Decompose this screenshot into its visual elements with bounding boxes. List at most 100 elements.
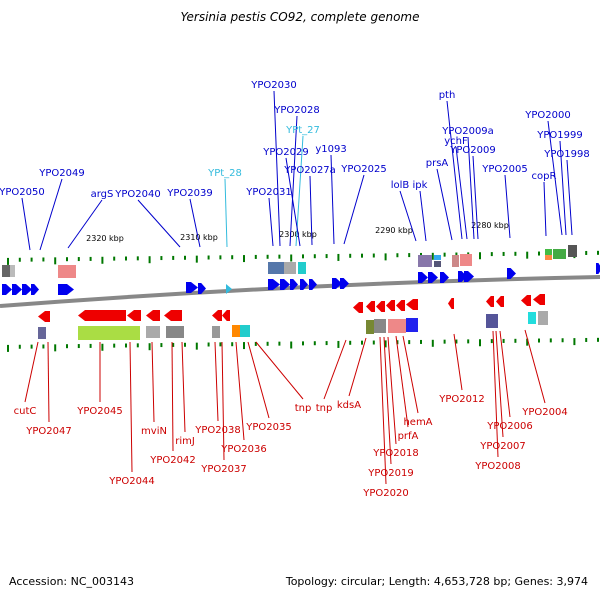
label-leader-line xyxy=(387,336,397,445)
reverse-gene xyxy=(396,300,405,311)
domain-block xyxy=(2,265,10,277)
domain-block xyxy=(232,325,240,337)
bottom-gene-label: mviN xyxy=(141,426,167,437)
forward-gene xyxy=(340,278,349,289)
forward-gene xyxy=(280,279,290,290)
domain-block xyxy=(434,255,441,260)
bottom-gene-label: YPO2038 xyxy=(194,425,240,436)
reverse-gene xyxy=(146,310,160,321)
genome-summary-text: Topology: circular; Length: 4,653,728 bp… xyxy=(285,575,588,588)
domain-block xyxy=(538,311,548,325)
domain-block xyxy=(418,255,432,267)
label-leader-line xyxy=(379,336,387,485)
top-gene-label: YPt_27 xyxy=(285,125,320,136)
forward-gene xyxy=(507,268,516,279)
bottom-gene-label: YPO2006 xyxy=(486,421,532,432)
top-gene-label: copR xyxy=(532,171,557,182)
label-leader-line xyxy=(247,341,270,419)
trna-feature xyxy=(226,284,232,294)
reverse-gene xyxy=(366,301,375,312)
domain-block xyxy=(146,326,160,338)
top-gene-label: YPO2049 xyxy=(38,168,84,179)
reverse-gene xyxy=(448,298,454,309)
label-leader-line xyxy=(492,330,499,458)
label-leader-line xyxy=(221,341,225,461)
label-leader-line xyxy=(323,339,347,400)
forward-gene xyxy=(309,279,317,290)
bottom-gene-label: YPO2007 xyxy=(479,441,525,452)
top-gene-label: YPO2009 xyxy=(449,145,495,156)
scale-label: 2320 kbp xyxy=(86,234,124,243)
forward-gene xyxy=(186,282,198,293)
top-gene-label: YPO2000 xyxy=(524,110,570,121)
label-leader-line xyxy=(467,136,475,240)
domain-block xyxy=(452,255,459,267)
label-leader-line xyxy=(235,341,245,441)
reverse-gene xyxy=(486,296,494,307)
bottom-gene-label: YPO2035 xyxy=(245,422,291,433)
label-leader-line xyxy=(255,341,304,400)
scale-label: 2280 kbp xyxy=(471,221,509,230)
label-leader-line xyxy=(446,100,463,240)
label-leader-line xyxy=(285,157,301,247)
label-leader-line xyxy=(137,199,181,248)
reverse-gene xyxy=(212,310,222,321)
top-gene-label: YPO1998 xyxy=(543,149,589,160)
bottom-gene-label: kdsA xyxy=(337,400,361,411)
label-leader-line xyxy=(348,337,367,397)
domain-block xyxy=(366,320,374,334)
forward-gene xyxy=(458,271,467,282)
label-leader-line xyxy=(24,341,39,403)
top-gene-label: YPO2050 xyxy=(0,187,45,198)
domain-block xyxy=(298,262,306,274)
forward-gene xyxy=(418,272,428,283)
bottom-gene-label: tnp xyxy=(295,403,312,414)
bottom-gene-label: YPO2012 xyxy=(438,394,484,405)
domain-block xyxy=(38,327,46,339)
label-leader-line xyxy=(47,341,50,423)
reverse-gene xyxy=(38,311,50,322)
domain-block xyxy=(10,265,15,277)
label-leader-line xyxy=(171,341,174,452)
bottom-gene-label: YPO2044 xyxy=(108,476,154,487)
domain-block xyxy=(78,326,140,340)
forward-gene xyxy=(440,272,449,283)
top-gene-label: YPO2009a xyxy=(441,126,494,137)
reverse-gene xyxy=(521,295,531,306)
bottom-gene-label: YPO2047 xyxy=(25,426,71,437)
top-gene-label: y1093 xyxy=(315,144,346,155)
forward-gene xyxy=(268,279,280,290)
label-leader-line xyxy=(309,175,313,246)
reverse-gene xyxy=(78,310,126,321)
domain-block xyxy=(240,325,250,337)
bottom-gene-label: YPO2036 xyxy=(220,444,266,455)
label-leader-line xyxy=(399,190,417,242)
top-gene-label: YPO2039 xyxy=(166,188,212,199)
label-leader-line xyxy=(559,140,567,236)
reverse-gene xyxy=(164,310,182,321)
forward-gene xyxy=(58,284,74,295)
top-gene-label: ychF xyxy=(444,136,468,147)
label-leader-line xyxy=(402,335,419,414)
top-gene-label: ipk xyxy=(413,180,428,191)
reverse-gene xyxy=(533,294,545,305)
bottom-gene-label: tnp xyxy=(316,403,333,414)
top-gene-label: YPO1999 xyxy=(536,130,582,141)
bottom-gene-label: hemA xyxy=(403,417,432,428)
label-leader-line xyxy=(129,341,133,473)
top-gene-label: YPO2027a xyxy=(283,165,336,176)
domain-block xyxy=(268,262,284,274)
forward-gene xyxy=(198,283,206,294)
forward-gene xyxy=(290,279,298,290)
label-leader-line xyxy=(472,155,479,240)
label-leader-line xyxy=(21,197,31,251)
domain-block xyxy=(406,318,418,332)
label-leader-line xyxy=(524,329,546,404)
label-leader-line xyxy=(547,120,563,236)
label-leader-line xyxy=(224,178,228,248)
domain-block xyxy=(434,261,441,267)
top-gene-label: argS xyxy=(91,189,114,200)
label-leader-line xyxy=(453,333,463,391)
domain-block xyxy=(553,249,566,259)
